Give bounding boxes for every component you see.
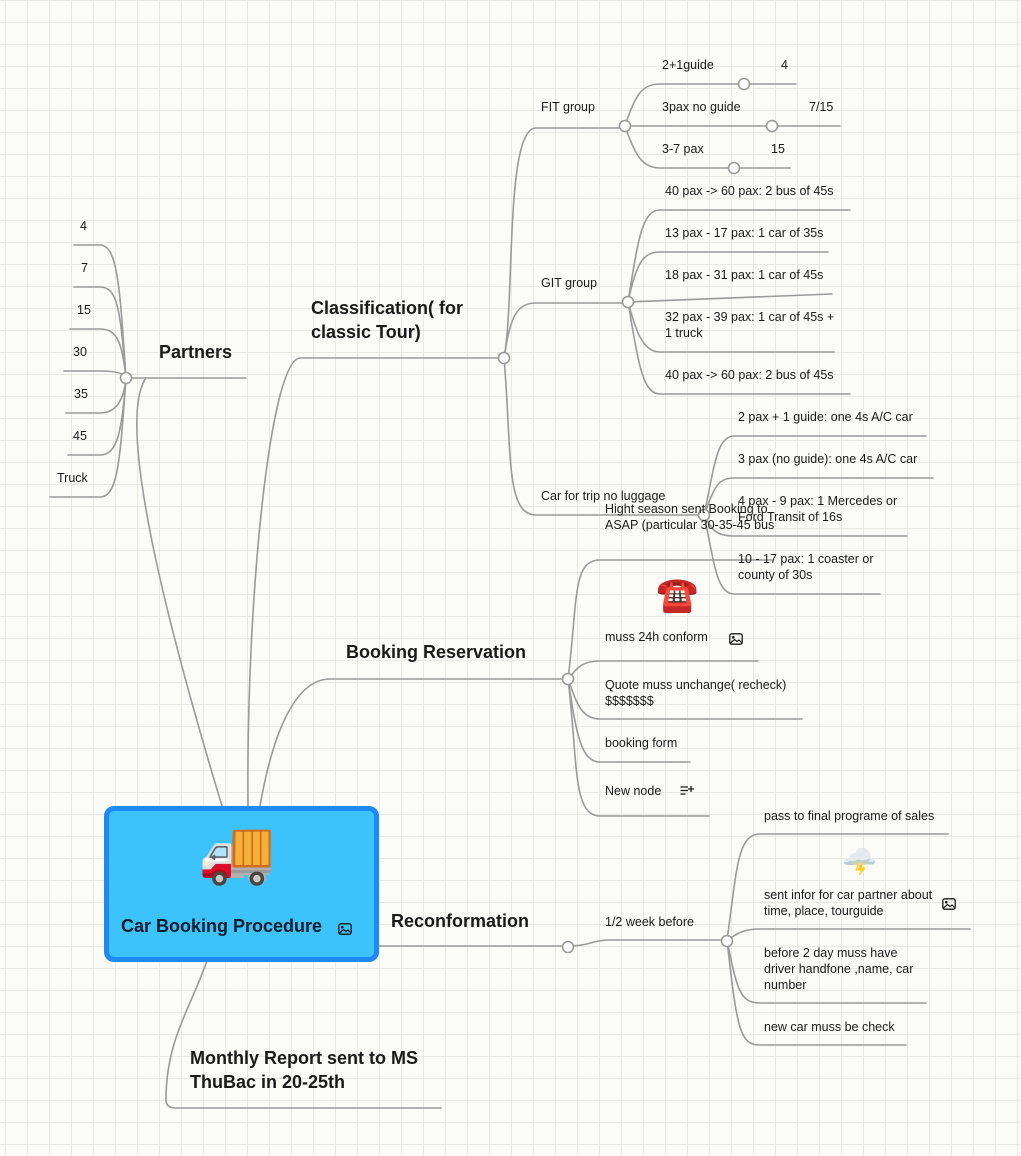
- storm-cloud-icon: 🌩️: [842, 846, 877, 877]
- no-luggage-item[interactable]: 10 - 17 pax: 1 coaster or county of 30s: [738, 552, 874, 582]
- partner-item[interactable]: 30: [73, 345, 87, 359]
- partner-item[interactable]: Truck: [57, 471, 88, 485]
- partner-item[interactable]: 4: [80, 219, 87, 233]
- junction-git: [621, 295, 635, 309]
- reconformation-item[interactable]: new car muss be check: [764, 1020, 895, 1034]
- booking-item[interactable]: New node: [605, 784, 662, 798]
- partners-node[interactable]: Partners: [159, 342, 233, 362]
- junction-fit-1: [737, 77, 751, 91]
- git-item[interactable]: 32 pax - 39 pax: 1 car of 45s + 1 truck: [665, 310, 835, 340]
- partner-item[interactable]: 7: [81, 261, 88, 275]
- junction-partners: [119, 371, 133, 385]
- truck-icon: 🚚: [198, 818, 276, 887]
- fit-item-value[interactable]: 4: [781, 58, 788, 72]
- junction-booking: [561, 672, 575, 686]
- connector-root-monthly: [165, 957, 442, 1109]
- partner-item[interactable]: 15: [77, 303, 91, 317]
- reconformation-item[interactable]: sent infor for car partner about time, p…: [764, 888, 933, 918]
- booking-item[interactable]: Hight season sent Booking to ASAP (parti…: [605, 502, 775, 532]
- no-luggage-item[interactable]: 3 pax (no guide): one 4s A/C car: [738, 452, 918, 466]
- connector-root-classification: [247, 357, 505, 807]
- junction-noluggage: [697, 508, 711, 522]
- no-luggage-node[interactable]: Car for trip no luggage: [541, 489, 666, 503]
- booking-item[interactable]: muss 24h conform: [605, 630, 708, 644]
- fit-item-label[interactable]: 3pax no guide: [662, 100, 741, 114]
- root-node[interactable]: [104, 806, 379, 962]
- booking-item[interactable]: booking form: [605, 736, 678, 750]
- booking-reservation-node[interactable]: Booking Reservation: [346, 642, 527, 662]
- junction-fit-2: [765, 119, 779, 133]
- junction-half-week: [720, 934, 734, 948]
- fit-item-value[interactable]: 7/15: [809, 100, 834, 114]
- classification-node[interactable]: Classification( for classic Tour): [311, 298, 464, 342]
- fit-item-value[interactable]: 15: [771, 142, 785, 156]
- git-item[interactable]: 40 pax -> 60 pax: 2 bus of 45s: [665, 184, 834, 198]
- fit-group-node[interactable]: FIT group: [541, 100, 595, 114]
- fit-item-label[interactable]: 2+1guide: [662, 58, 714, 72]
- git-item[interactable]: 18 pax - 31 pax: 1 car of 45s: [665, 268, 824, 282]
- half-week-node[interactable]: 1/2 week before: [605, 915, 694, 929]
- image-icon[interactable]: [942, 898, 956, 910]
- monthly-report-node[interactable]: Monthly Report sent to MS ThuBac in 20-2…: [190, 1048, 418, 1092]
- image-icon[interactable]: [338, 923, 352, 935]
- image-icon[interactable]: [729, 633, 743, 645]
- root-title[interactable]: Car Booking Procedure: [121, 916, 323, 936]
- reconformation-node[interactable]: Reconformation: [391, 911, 530, 931]
- telephone-icon: ☎️: [656, 576, 699, 614]
- booking-item[interactable]: Quote muss unchange( recheck) $$$$$$$: [605, 678, 787, 708]
- git-item[interactable]: 13 pax - 17 pax: 1 car of 35s: [665, 226, 824, 240]
- partner-item[interactable]: 45: [73, 429, 87, 443]
- no-luggage-item[interactable]: 2 pax + 1 guide: one 4s A/C car: [738, 410, 913, 424]
- git-item[interactable]: 40 pax -> 60 pax: 2 bus of 45s: [665, 368, 834, 382]
- junction-fit-3: [727, 161, 741, 175]
- junction-reconformation: [561, 940, 575, 954]
- fit-item-label[interactable]: 3-7 pax: [662, 142, 704, 156]
- connector-root-booking: [259, 678, 569, 807]
- reconformation-item[interactable]: pass to final programe of sales: [764, 809, 935, 823]
- partner-item[interactable]: 35: [74, 387, 88, 401]
- junction-classification: [497, 351, 511, 365]
- git-group-node[interactable]: GIT group: [541, 276, 598, 290]
- note-icon[interactable]: [680, 785, 694, 797]
- reconformation-item[interactable]: before 2 day muss have driver handfone ,…: [764, 946, 914, 992]
- connector-root-partners: [136, 377, 223, 807]
- no-luggage-item[interactable]: 4 pax - 9 pax: 1 Mercedes or Ford Transi…: [738, 494, 898, 524]
- junction-fit: [618, 119, 632, 133]
